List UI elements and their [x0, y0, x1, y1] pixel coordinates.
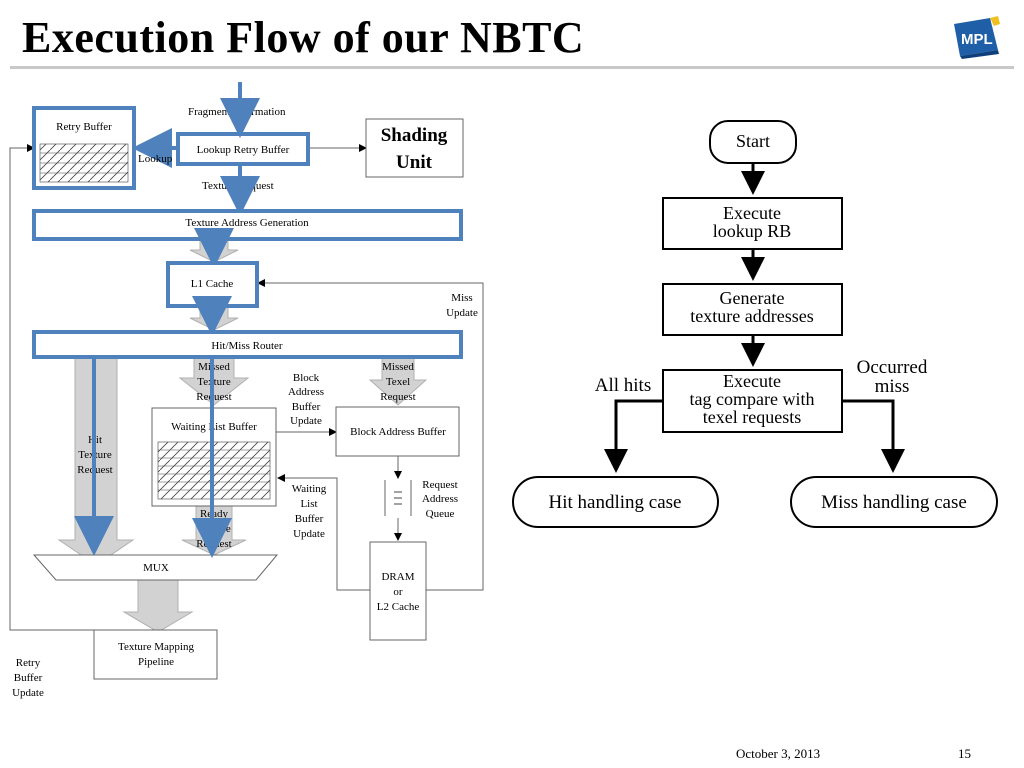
flowchart: Start Execute lookup RB Generate texture… [512, 120, 998, 528]
svg-text:Buffer: Buffer [295, 513, 324, 525]
svg-text:Texture Address Generation: Texture Address Generation [185, 217, 309, 229]
svg-text:List: List [300, 498, 317, 510]
lookup-label: Lookup [138, 153, 173, 165]
svg-text:Missed: Missed [198, 361, 230, 373]
svg-text:Hit/Miss Router: Hit/Miss Router [211, 340, 283, 352]
svg-text:Shading: Shading [381, 125, 448, 146]
svg-text:Miss handling case: Miss handling case [821, 492, 967, 513]
texture-request-label: Texture Request [202, 180, 274, 192]
title-divider [10, 66, 1014, 69]
svg-text:Texture: Texture [197, 376, 231, 388]
svg-text:L1 Cache: L1 Cache [191, 278, 234, 290]
svg-text:Execute: Execute [723, 203, 781, 223]
generate-addresses-node [662, 283, 843, 336]
missed-texel-request-arrow [368, 357, 428, 406]
retry-buffer-label: Retry Buffer [56, 121, 112, 133]
svg-text:Update: Update [12, 687, 44, 699]
svg-text:Generate: Generate [720, 288, 785, 308]
texture-mapping-pipeline-box [93, 629, 218, 680]
svg-text:Block: Block [293, 372, 320, 384]
slide-title: Execution Flow of our NBTC [22, 13, 585, 62]
footer-date: October 3, 2013 [736, 746, 821, 761]
mpl-logo: MPL [950, 14, 1002, 60]
occurred-miss-label: Occurred [857, 357, 928, 378]
hit-miss-router-box [32, 330, 463, 359]
svg-text:Texel: Texel [386, 376, 410, 388]
svg-text:Hit handling case: Hit handling case [549, 492, 682, 513]
svg-text:miss: miss [875, 376, 910, 397]
svg-text:Block Address Buffer: Block Address Buffer [350, 426, 446, 438]
fragment-information-label: Fragment Information [188, 106, 286, 118]
hit-handling-node [512, 476, 719, 528]
svg-text:Execute: Execute [723, 371, 781, 391]
svg-text:Ready: Ready [200, 508, 229, 520]
svg-text:Miss: Miss [451, 292, 472, 304]
svg-text:Retry: Retry [16, 657, 41, 669]
svg-text:Buffer: Buffer [14, 672, 43, 684]
svg-text:or: or [393, 586, 403, 598]
svg-text:Update: Update [446, 307, 478, 319]
svg-text:Waiting: Waiting [292, 483, 327, 495]
svg-text:Waiting List Buffer: Waiting List Buffer [171, 421, 257, 433]
svg-text:Address: Address [422, 493, 458, 505]
block-address-buffer-box [335, 406, 460, 457]
svg-text:Queue: Queue [426, 508, 455, 520]
execute-lookup-node [662, 197, 843, 250]
miss-handling-node [790, 476, 998, 528]
svg-text:Start: Start [736, 131, 770, 151]
svg-text:L2 Cache: L2 Cache [377, 601, 420, 613]
svg-text:MUX: MUX [143, 562, 169, 574]
svg-text:Texture Mapping: Texture Mapping [118, 641, 194, 653]
texture-address-generation-box [32, 209, 463, 241]
svg-text:Pipeline: Pipeline [138, 656, 174, 668]
shading-unit-box [365, 118, 464, 178]
svg-text:Update: Update [293, 528, 325, 540]
svg-text:texture addresses: texture addresses [690, 306, 813, 326]
mux-output-arrow [122, 579, 194, 633]
logo-text: MPL [961, 31, 993, 48]
svg-text:tag compare with: tag compare with [690, 389, 815, 409]
svg-text:Address: Address [288, 386, 324, 398]
all-hits-label: All hits [595, 375, 651, 396]
svg-text:Unit: Unit [396, 152, 433, 173]
page-number: 15 [958, 746, 971, 761]
svg-text:lookup RB: lookup RB [713, 221, 792, 241]
svg-text:Update: Update [290, 415, 322, 427]
dram-box [369, 541, 427, 641]
svg-text:Texture: Texture [197, 523, 231, 535]
svg-text:Request: Request [422, 479, 457, 491]
svg-text:Request: Request [380, 391, 415, 403]
svg-text:DRAM: DRAM [381, 571, 414, 583]
svg-text:texel requests: texel requests [703, 407, 801, 427]
svg-text:Missed: Missed [382, 361, 414, 373]
lookup-retry-buffer-label: Lookup Retry Buffer [197, 144, 290, 156]
svg-text:Buffer: Buffer [292, 401, 321, 413]
tag-compare-node [662, 369, 843, 433]
